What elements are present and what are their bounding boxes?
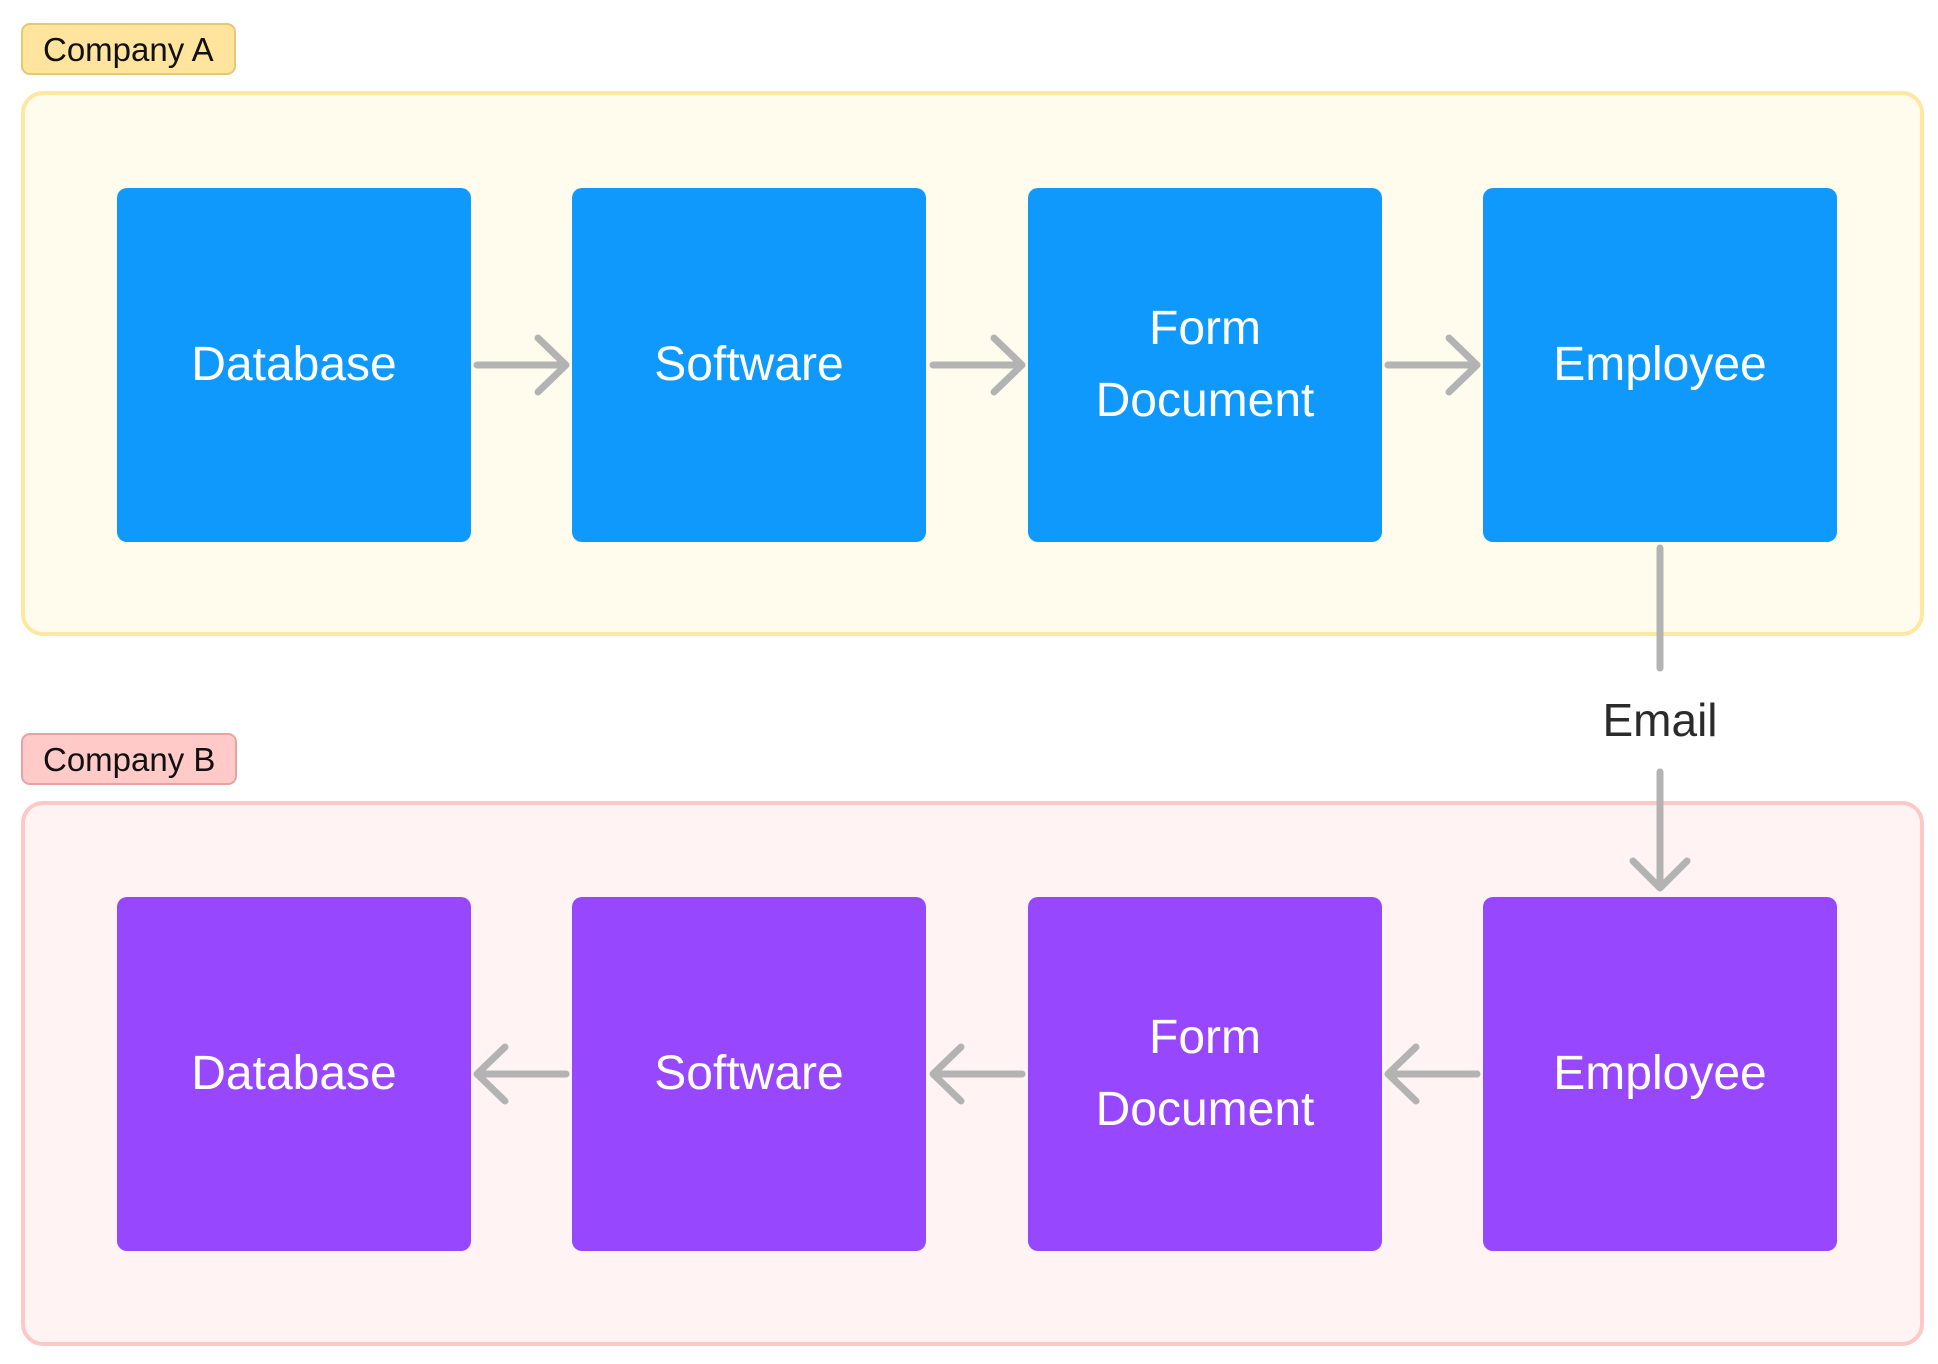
node-label: Employee xyxy=(1553,338,1767,391)
company-a-employee-node[interactable]: Employee xyxy=(1483,188,1837,542)
company-a-label: Company A xyxy=(21,23,236,75)
company-b-software-node[interactable]: Software xyxy=(572,897,926,1251)
email-label: Email xyxy=(1602,694,1718,746)
company-a-form-document-node[interactable]: Form Document xyxy=(1028,188,1382,542)
node-label: Form Document xyxy=(1095,1011,1315,1136)
node-label: Software xyxy=(654,338,844,391)
company-b-database-node[interactable]: Database xyxy=(117,897,471,1251)
node-label: Software xyxy=(654,1047,844,1100)
company-b-form-document-node[interactable]: Form Document xyxy=(1028,897,1382,1251)
node-label: Database xyxy=(191,1047,397,1100)
node-label: Form Document xyxy=(1095,302,1315,427)
company-a-database-node[interactable]: Database xyxy=(117,188,471,542)
node-label: Employee xyxy=(1553,1047,1767,1100)
company-b-employee-node[interactable]: Employee xyxy=(1483,897,1837,1251)
company-a-software-node[interactable]: Software xyxy=(572,188,926,542)
company-b-label: Company B xyxy=(21,733,238,785)
node-label: Database xyxy=(191,338,397,391)
